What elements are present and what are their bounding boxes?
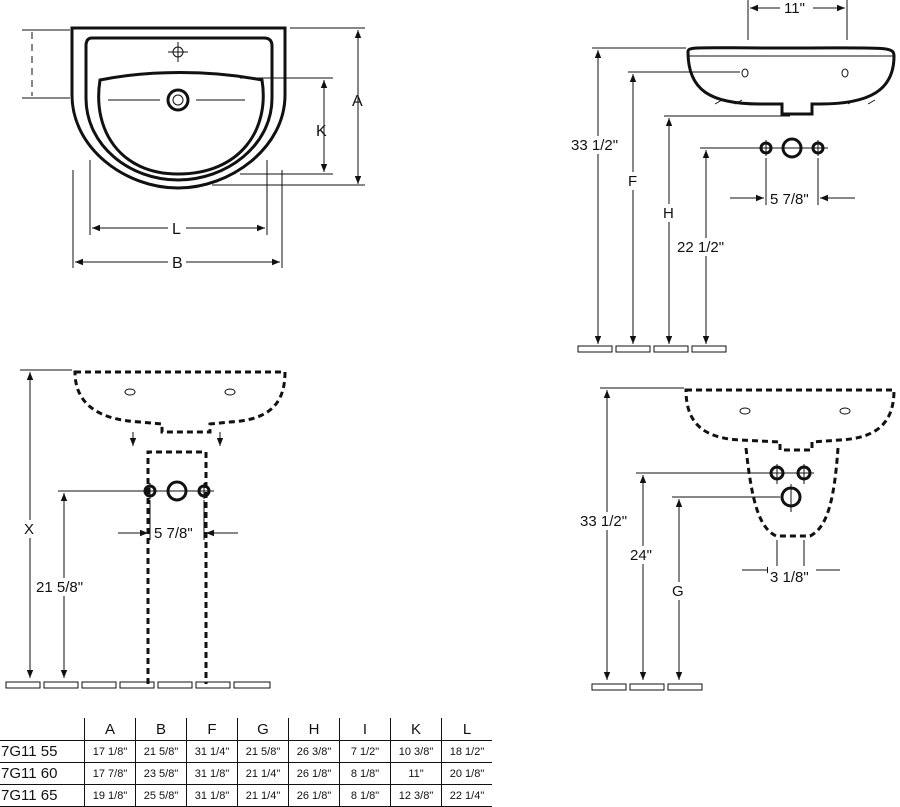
bowl-outline — [97, 71, 265, 176]
label-pedestal-spacing: 5 7/8" — [154, 525, 193, 542]
pedestal-view: 5 7/8" X 21 5/8" — [5, 369, 287, 689]
table-cell: 19 1/8" — [84, 784, 136, 807]
col-header: B — [135, 718, 187, 741]
basin-outer — [70, 26, 287, 190]
table-row: 7G11 60 17 7/8" 23 5/8" 31 1/8" 21 1/4" … — [0, 762, 492, 785]
table-header-row: A B F G H I K L — [0, 718, 492, 741]
table-cell: 12 3/8" — [390, 784, 442, 807]
label-B: B — [172, 255, 183, 272]
table-cell: 31 1/8" — [186, 762, 238, 785]
table-cell: 17 1/8" — [84, 740, 136, 763]
table-cell: 26 1/8" — [288, 762, 340, 785]
mount-hole-left — [124, 388, 136, 396]
model-cell: 7G11 60 — [0, 762, 85, 785]
side-view: 11" 5 7/8" 33 1/2" F H 22 1/2" — [570, 0, 896, 353]
label-semi-spacing: 3 1/8" — [770, 569, 809, 586]
col-header: F — [186, 718, 238, 741]
drain — [166, 88, 190, 112]
table-row: 7G11 65 19 1/8" 25 5/8" 31 1/8" 21 1/4" … — [0, 784, 492, 807]
table-cell: 21 5/8" — [135, 740, 187, 763]
table-cell: 8 1/8" — [339, 762, 391, 785]
model-cell: 7G11 55 — [0, 740, 85, 763]
table-cell: 31 1/8" — [186, 784, 238, 807]
mount-hole-right — [224, 388, 236, 396]
table-cell: 11" — [390, 762, 442, 785]
basin-dashed — [73, 370, 287, 434]
top-view: A K L B — [22, 26, 365, 272]
basin-inner — [84, 36, 274, 182]
table-row: 7G11 55 17 1/8" 21 5/8" 31 1/4" 21 5/8" … — [0, 740, 492, 763]
col-header: H — [288, 718, 340, 741]
label-semi-supply: 24" — [630, 547, 652, 564]
mount-hole-right — [839, 407, 851, 415]
table-cell: 18 1/2" — [441, 740, 492, 763]
table-cell: 26 3/8" — [288, 740, 340, 763]
table-cell: 23 5/8" — [135, 762, 187, 785]
mount-hole-left — [741, 68, 749, 78]
label-A: A — [352, 93, 363, 110]
label-L: L — [172, 221, 181, 238]
col-header: A — [84, 718, 136, 741]
floor-line — [5, 681, 271, 689]
label-side-supply: 22 1/2" — [677, 239, 724, 256]
floor-line — [591, 683, 703, 691]
mount-hole-left — [739, 407, 751, 415]
label-side-spacing: 5 7/8" — [770, 191, 809, 208]
semi-pedestal-view: 3 1/8" 33 1/2" 24" G — [578, 387, 896, 691]
col-header: K — [390, 718, 442, 741]
basin-dashed — [684, 388, 896, 452]
basin-front — [686, 46, 896, 116]
floor-line — [577, 345, 727, 353]
table-cell: 31 1/4" — [186, 740, 238, 763]
label-F: F — [628, 173, 637, 190]
table-cell: 17 7/8" — [84, 762, 136, 785]
dimensions-table: A B F G H I K L 7G11 55 17 1/8" 21 5/8" … — [0, 718, 492, 807]
table-cell: 25 5/8" — [135, 784, 187, 807]
label-H: H — [663, 205, 674, 222]
table-cell: 21 1/4" — [237, 762, 289, 785]
table-cell: 20 1/8" — [441, 762, 492, 785]
pedestal-column — [146, 450, 208, 684]
model-cell: 7G11 65 — [0, 784, 85, 807]
table-cell: 22 1/4" — [441, 784, 492, 807]
table-cell: 10 3/8" — [390, 740, 442, 763]
table-cell: 8 1/8" — [339, 784, 391, 807]
table-cell: 21 1/4" — [237, 784, 289, 807]
label-G: G — [672, 583, 684, 600]
col-header: I — [339, 718, 391, 741]
col-header: L — [441, 718, 492, 741]
table-cell: 7 1/2" — [339, 740, 391, 763]
label-side-total: 33 1/2" — [571, 137, 618, 154]
table-cell: 21 5/8" — [237, 740, 289, 763]
label-K: K — [316, 123, 327, 140]
label-11: 11" — [784, 0, 805, 17]
table-corner — [0, 718, 85, 741]
semi-pedestal-shroud — [744, 447, 840, 538]
label-semi-total: 33 1/2" — [580, 513, 627, 530]
col-header: G — [237, 718, 289, 741]
mount-hole-right — [841, 68, 849, 78]
table-cell: 26 1/8" — [288, 784, 340, 807]
label-X: X — [24, 521, 34, 538]
label-pedestal-supply: 21 5/8" — [36, 579, 83, 596]
